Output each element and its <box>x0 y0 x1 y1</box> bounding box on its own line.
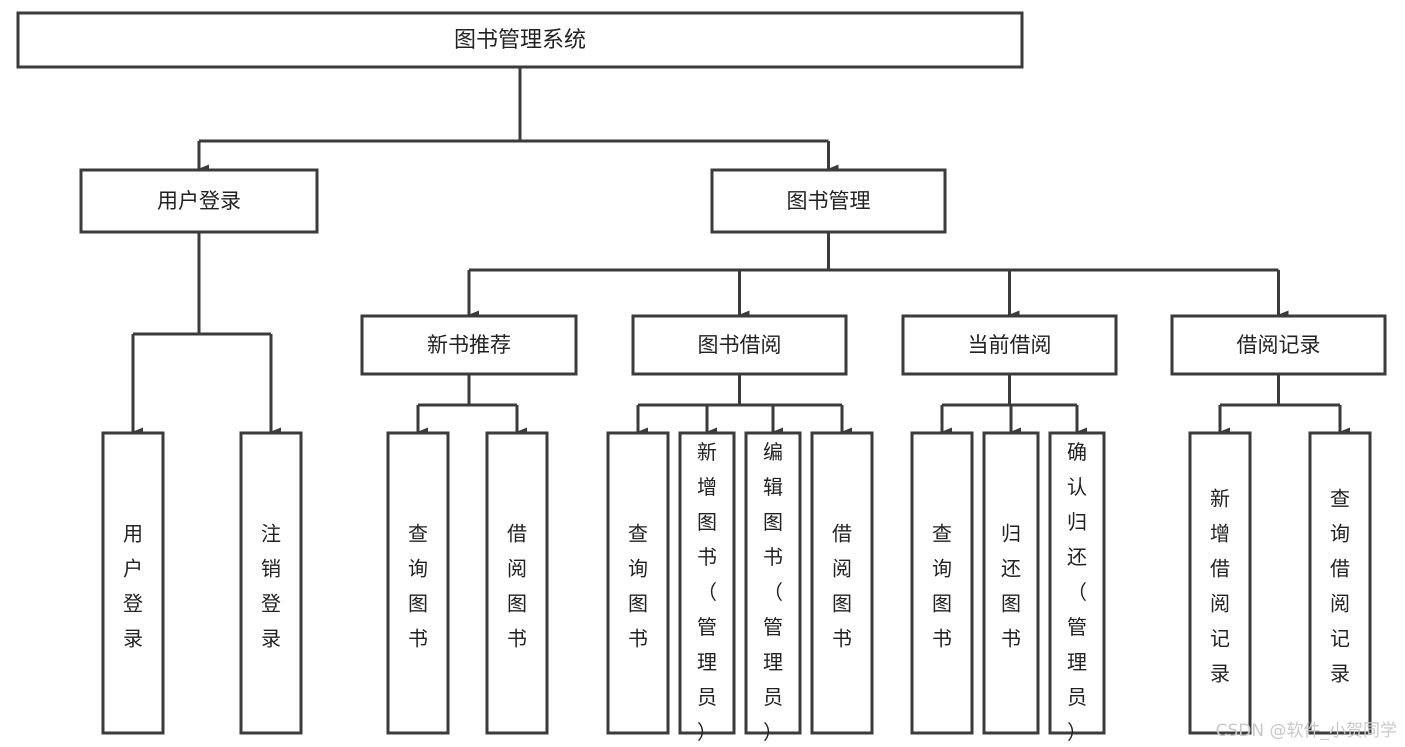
level3-node-0-rect <box>360 314 578 376</box>
leaf-node-0-label: 用户登录 <box>123 521 143 650</box>
leaf-node-12[interactable]: 查询借阅记录 <box>1308 431 1372 735</box>
level2-node-0-rect <box>79 168 319 234</box>
leaf-node-12-label: 查询借阅记录 <box>1330 486 1350 685</box>
leaf-node-0[interactable]: 用户登录 <box>101 431 165 735</box>
level3-node-1-label: 图书借阅 <box>698 333 782 357</box>
leaf-node-10[interactable]: 确认归还（管理员） <box>1048 431 1106 744</box>
leaf-node-9-rect <box>982 431 1040 735</box>
leaf-node-9[interactable]: 归还图书 <box>982 431 1040 735</box>
level3-node-0-label: 新书推荐 <box>427 333 511 357</box>
leaf-node-7-label: 借阅图书 <box>832 521 852 650</box>
leaf-node-11-label: 新增借阅记录 <box>1210 486 1230 685</box>
level3-node-2[interactable]: 当前借阅 <box>901 314 1118 376</box>
root-node[interactable]: 图书管理系统 <box>16 11 1024 69</box>
leaf-node-7[interactable]: 借阅图书 <box>810 431 874 735</box>
level2-node-0[interactable]: 用户登录 <box>79 168 319 234</box>
leaf-node-2-rect <box>386 431 450 735</box>
csdn-watermark: CSDN @软件_小贺同学 <box>1215 721 1397 741</box>
level3-node-2-label: 当前借阅 <box>968 333 1052 357</box>
leaf-node-6-rect <box>744 431 802 735</box>
leaf-node-2[interactable]: 查询图书 <box>386 431 450 735</box>
leaf-node-3-rect <box>485 431 549 735</box>
leaf-node-6-label: 编辑图书（管理员） <box>763 440 783 744</box>
nodes-layer: 图书管理系统用户登录图书管理新书推荐图书借阅当前借阅借阅记录用户登录注销登录查询… <box>16 11 1387 744</box>
leaf-node-2-label: 查询图书 <box>408 521 428 650</box>
leaf-node-5-rect <box>678 431 736 735</box>
level2-node-1-label: 图书管理 <box>787 189 871 213</box>
level2-node-1[interactable]: 图书管理 <box>710 168 947 234</box>
leaf-node-1[interactable]: 注销登录 <box>239 431 303 735</box>
leaf-node-8-rect <box>910 431 974 735</box>
level2-node-0-label: 用户登录 <box>157 189 241 213</box>
leaf-node-6[interactable]: 编辑图书（管理员） <box>744 431 802 744</box>
leaf-node-1-rect <box>239 431 303 735</box>
level3-node-3-rect <box>1170 314 1387 376</box>
leaf-node-8[interactable]: 查询图书 <box>910 431 974 735</box>
leaf-node-8-label: 查询图书 <box>932 521 952 650</box>
leaf-node-4-rect <box>606 431 670 735</box>
leaf-node-11[interactable]: 新增借阅记录 <box>1188 431 1252 735</box>
level2-node-1-rect <box>710 168 947 234</box>
leaf-node-7-rect <box>810 431 874 735</box>
leaf-node-1-label: 注销登录 <box>261 521 281 650</box>
leaf-node-9-label: 归还图书 <box>1001 521 1021 650</box>
level3-node-0[interactable]: 新书推荐 <box>360 314 578 376</box>
leaf-node-3-label: 借阅图书 <box>507 521 527 650</box>
leaf-node-11-rect <box>1188 431 1252 735</box>
leaf-node-10-rect <box>1048 431 1106 735</box>
leaf-node-12-rect <box>1308 431 1372 735</box>
root-node-rect <box>16 11 1024 69</box>
leaf-node-4-label: 查询图书 <box>628 521 648 650</box>
leaf-node-5[interactable]: 新增图书（管理员） <box>678 431 736 744</box>
leaf-node-3[interactable]: 借阅图书 <box>485 431 549 735</box>
leaf-node-0-rect <box>101 431 165 735</box>
level3-node-3-label: 借阅记录 <box>1237 333 1321 357</box>
leaf-node-10-label: 确认归还（管理员） <box>1067 440 1087 744</box>
leaf-node-5-label: 新增图书（管理员） <box>697 440 717 744</box>
leaf-node-4[interactable]: 查询图书 <box>606 431 670 735</box>
level3-node-2-rect <box>901 314 1118 376</box>
level3-node-1[interactable]: 图书借阅 <box>631 314 848 376</box>
connectors-layer <box>131 67 1350 437</box>
level3-node-3[interactable]: 借阅记录 <box>1170 314 1387 376</box>
root-node-label: 图书管理系统 <box>454 28 586 53</box>
level3-node-1-rect <box>631 314 848 376</box>
